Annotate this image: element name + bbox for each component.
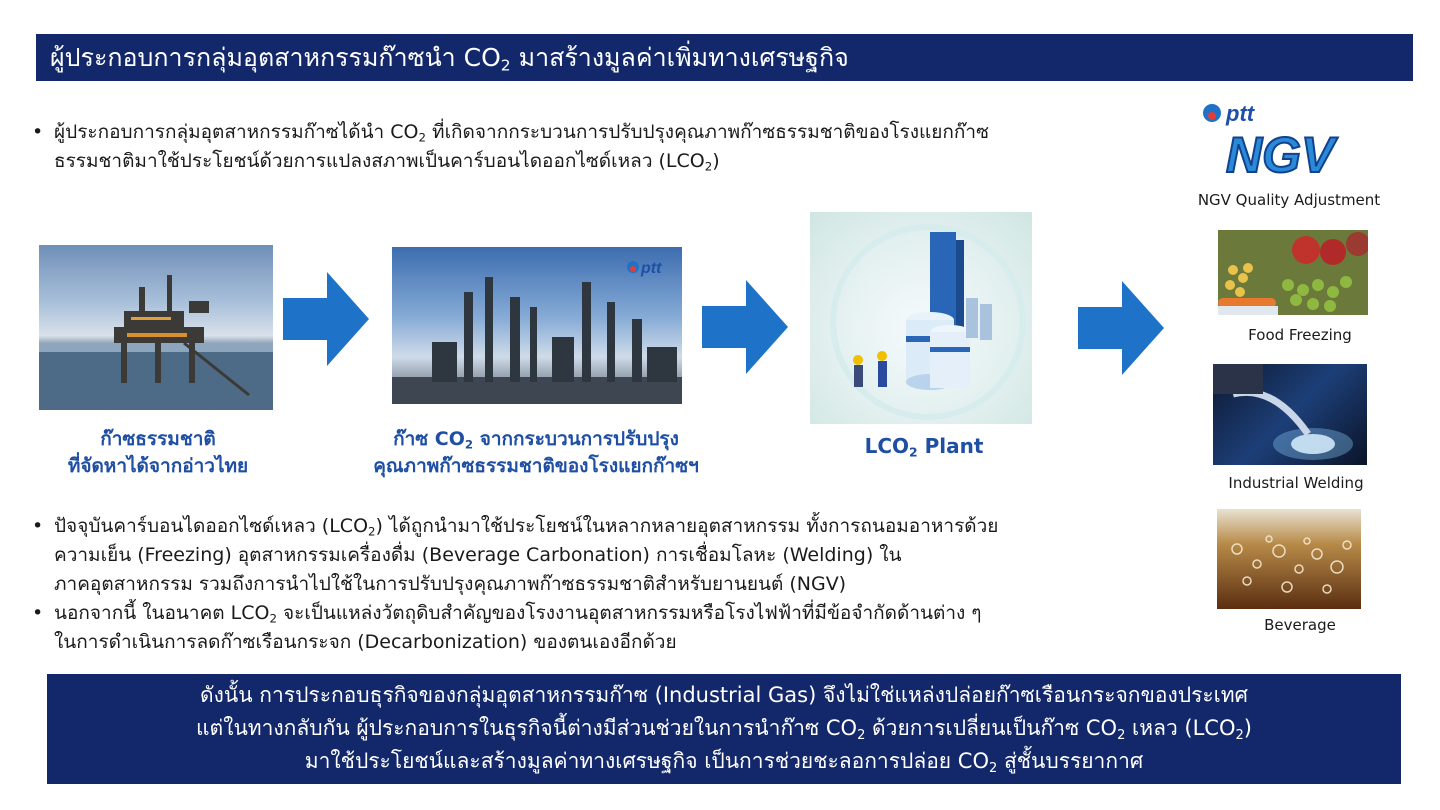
step1-caption: ก๊าซธรรมชาติ ที่จัดหาได้จากอ่าวไทย — [67, 428, 249, 477]
intro-bullet: ผู้ประกอบการกลุ่มอุตสาหกรรมก๊าซได้นำ CO2… — [28, 118, 1178, 176]
detail-bullet-future: นอกจากนี้ ในอนาคต LCO2 จะเป็นแหล่งวัตถุด… — [28, 599, 1178, 657]
food-freezing-label: Food Freezing — [1248, 326, 1352, 344]
ptt-ngv-logo-icon: ptt NGV — [1203, 101, 1339, 180]
flow-arrow-3 — [1078, 281, 1164, 375]
conclusion-line-1: ดังนั้น การประกอบธุรกิจของกลุ่มอุตสาหกรร… — [200, 683, 1248, 707]
gas-plant-photo: ptt — [392, 247, 682, 404]
industrial-welding-photo — [1213, 364, 1367, 465]
detail-bullets: ปัจจุบันคาร์บอนไดออกไซด์เหลว (LCO2) ได้ถ… — [28, 512, 1178, 657]
beverage-photo — [1217, 509, 1361, 609]
step3-caption: LCO2 Plant — [864, 434, 984, 460]
intro-bullets: ผู้ประกอบการกลุ่มอุตสาหกรรมก๊าซได้นำ CO2… — [28, 118, 1178, 176]
detail-bullet-uses: ปัจจุบันคาร์บอนไดออกไซด์เหลว (LCO2) ได้ถ… — [28, 512, 1178, 599]
page-title: ผู้ประกอบการกลุ่มอุตสาหกรรมก๊าซนำ CO2 มา… — [36, 34, 1413, 81]
beverage-label: Beverage — [1264, 616, 1336, 634]
svg-text:ptt: ptt — [1225, 101, 1256, 126]
conclusion-box: ดังนั้น การประกอบธุรกิจของกลุ่มอุตสาหกรร… — [47, 674, 1401, 784]
lco2-plant-illustration — [810, 212, 1032, 424]
ngv-label: NGV Quality Adjustment — [1197, 191, 1381, 209]
ptt-logo-icon: ptt — [640, 260, 662, 277]
step2-caption: ก๊าซ CO2 จากกระบวนการปรับปรุง คุณภาพก๊าซ… — [373, 428, 699, 477]
industrial-welding-label: Industrial Welding — [1228, 474, 1364, 492]
flow-arrow-1 — [283, 272, 369, 366]
conclusion-line-3: มาใช้ประโยชน์และสร้างมูลค่าทางเศรษฐกิจ เ… — [304, 749, 1144, 776]
svg-text:NGV: NGV — [1226, 127, 1338, 180]
food-freezing-photo — [1218, 230, 1368, 315]
conclusion-line-2: แต่ในทางกลับกัน ผู้ประกอบการในธุรกิจนี้ต… — [196, 716, 1252, 743]
flow-arrow-2 — [702, 280, 788, 374]
offshore-platform-photo — [39, 245, 273, 410]
